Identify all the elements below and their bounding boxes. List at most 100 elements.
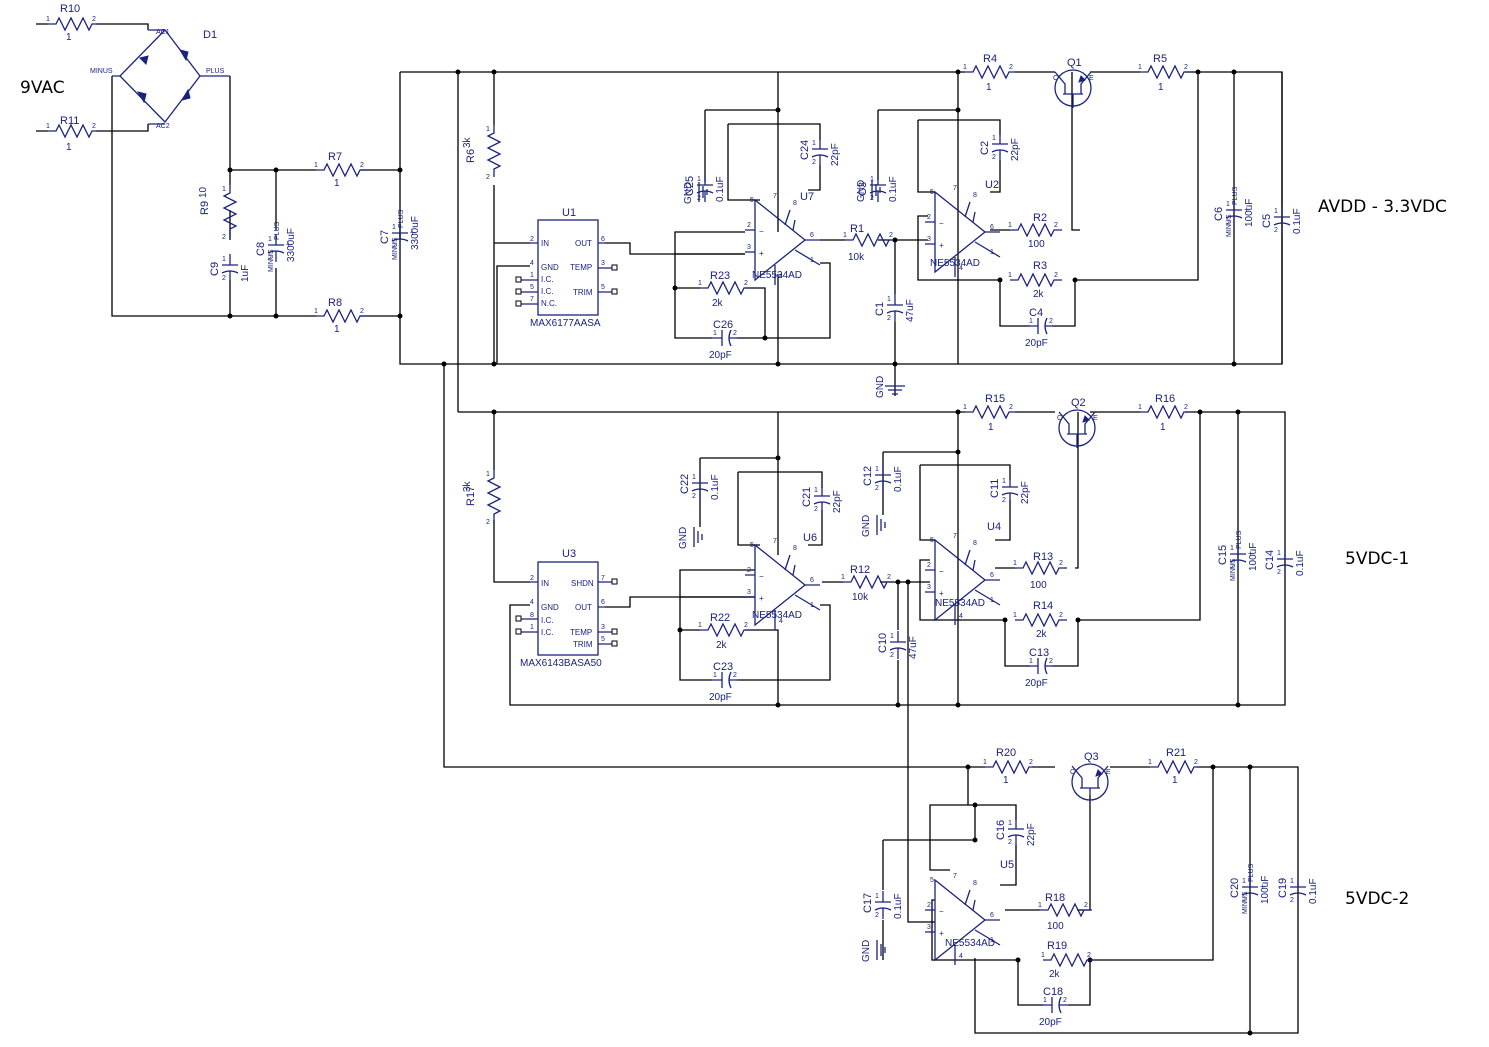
svg-text:I.C.: I.C. xyxy=(541,616,553,625)
u1-pin-ic2: I.C. xyxy=(541,287,553,296)
opamp-minus-sign: − xyxy=(759,227,764,236)
resistor-ref: R10 xyxy=(60,3,80,15)
resistor-value: 100 xyxy=(1047,921,1064,932)
svg-text:2: 2 xyxy=(1002,497,1006,504)
resistor-value: 1 xyxy=(66,142,72,153)
svg-text:2: 2 xyxy=(875,912,879,919)
svg-text:8: 8 xyxy=(973,880,977,887)
pin-label: 2 xyxy=(1009,64,1013,71)
capacitor-value: 0.1uF xyxy=(715,176,726,202)
resistor-ref: R8 xyxy=(328,297,342,309)
resistor-value: 2k xyxy=(716,640,728,651)
resistor-body xyxy=(965,404,1017,420)
svg-text:4: 4 xyxy=(959,953,963,960)
pin-label: 2 xyxy=(92,123,96,130)
resistor-value: 2k xyxy=(1049,969,1061,980)
ground-label: GND xyxy=(678,527,689,549)
svg-text:6: 6 xyxy=(810,577,814,584)
capacitor-value: 47uF xyxy=(905,299,916,322)
svg-text:1: 1 xyxy=(890,633,894,640)
pin-label: 2 xyxy=(1054,222,1058,229)
opamp-plus-sign: + xyxy=(759,249,764,258)
resistor-ref: R16 xyxy=(1155,393,1175,405)
pin-label: 2 xyxy=(1194,759,1198,766)
opamp-ref: U7 xyxy=(800,191,814,203)
svg-text:2: 2 xyxy=(1277,569,1281,576)
resistor-value: 3k xyxy=(462,480,473,492)
pin-label: 1 xyxy=(222,186,226,193)
resistor-body xyxy=(845,232,893,248)
opamp-plus-sign: + xyxy=(939,589,944,598)
capacitor-ref: C19 xyxy=(1277,878,1289,898)
svg-text:1: 1 xyxy=(990,597,994,604)
resistor-ref: R5 xyxy=(1153,53,1167,65)
cap-plus-label: PLUS xyxy=(398,209,405,228)
svg-text:3: 3 xyxy=(927,924,931,931)
ground-label: GND xyxy=(856,180,867,202)
svg-text:1: 1 xyxy=(1002,478,1006,485)
resistor-body xyxy=(700,622,752,638)
svg-text:1: 1 xyxy=(713,672,717,679)
resistor-ref: R6 xyxy=(465,149,477,163)
svg-text:6: 6 xyxy=(990,224,994,231)
resistor-body xyxy=(1043,952,1095,968)
resistor-value: 2k xyxy=(1033,289,1045,300)
pin-label: 1 xyxy=(1148,759,1152,766)
bridge-minus-label: MINUS xyxy=(90,68,113,75)
svg-text:7: 7 xyxy=(601,575,605,582)
resistor-ref: R13 xyxy=(1033,551,1053,563)
opamp-ref: U5 xyxy=(1000,859,1014,871)
capacitor-ref: C8 xyxy=(255,242,267,256)
resistor-body xyxy=(316,308,368,324)
pin-label: 2 xyxy=(744,622,748,629)
svg-text:2: 2 xyxy=(887,315,891,322)
svg-text:2: 2 xyxy=(1049,318,1053,325)
pin-label: 1 xyxy=(1013,560,1017,567)
svg-text:2: 2 xyxy=(1226,220,1230,227)
ground-symbol: GND xyxy=(683,182,708,204)
capacitor-value: 22pF xyxy=(830,143,841,166)
rail-avdd-label: AVDD - 3.3VDC xyxy=(1318,197,1447,217)
cap-plus-label: PLUS xyxy=(1232,186,1239,205)
capacitor-ref: C6 xyxy=(1213,207,1225,221)
svg-text:7: 7 xyxy=(953,185,957,192)
opamp-plus-sign: + xyxy=(759,594,764,603)
svg-text:1: 1 xyxy=(692,474,696,481)
svg-text:1: 1 xyxy=(1290,878,1294,885)
resistor-ref: R14 xyxy=(1033,600,1053,612)
svg-text:6: 6 xyxy=(601,599,605,606)
svg-text:5: 5 xyxy=(601,284,605,291)
svg-text:3: 3 xyxy=(601,624,605,631)
resistor-ref: R11 xyxy=(60,115,79,127)
resistor-ref: R4 xyxy=(983,53,997,65)
resistor-value: 1 xyxy=(1158,82,1164,93)
svg-text:TRIM: TRIM xyxy=(573,640,593,649)
svg-text:IN: IN xyxy=(541,579,549,588)
pin-label: 1 xyxy=(1038,902,1042,909)
pin-label: 2 xyxy=(92,16,96,23)
svg-text:1: 1 xyxy=(1277,550,1281,557)
pin-label: 1 xyxy=(486,471,490,478)
capacitor-value: 100uF xyxy=(1248,543,1259,571)
resistor-body xyxy=(1010,222,1062,238)
capacitor-ref: C13 xyxy=(1029,647,1049,659)
svg-text:1: 1 xyxy=(810,257,814,264)
svg-text:3: 3 xyxy=(601,260,605,267)
bridge-ac1-label: AC1 xyxy=(156,29,170,36)
capacitor-value: 3300uF xyxy=(410,216,421,250)
transistor-collector-label: C xyxy=(1070,769,1075,776)
resistor-value: 2k xyxy=(1036,629,1048,640)
cap-plus-sign: + xyxy=(410,228,415,237)
